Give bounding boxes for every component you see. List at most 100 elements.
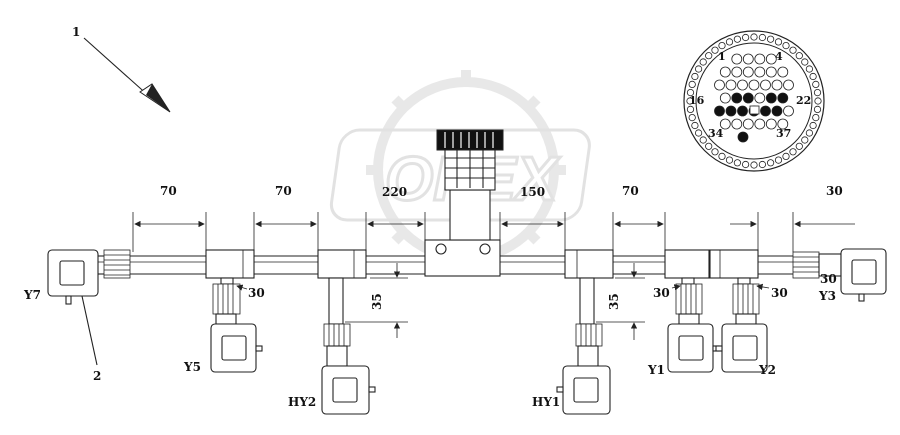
connector-pins bbox=[714, 53, 794, 143]
connector-pin-empty bbox=[754, 92, 766, 104]
dim-35-right: 35 bbox=[607, 293, 621, 310]
connector-face bbox=[695, 42, 813, 160]
connector-tooth bbox=[691, 121, 699, 130]
connector-tooth bbox=[686, 105, 695, 114]
connector-pin-empty bbox=[742, 66, 754, 78]
connector-tooth bbox=[688, 114, 696, 122]
connector-tooth bbox=[805, 129, 814, 137]
connector-pin-empty bbox=[765, 53, 777, 65]
connector-tooth bbox=[782, 152, 790, 160]
connector-pin-empty bbox=[777, 66, 789, 78]
connector-tooth bbox=[789, 46, 797, 54]
connector-tooth bbox=[766, 159, 775, 167]
nut-size-callouts: 30 30 30 30 bbox=[236, 272, 837, 300]
connector-teeth bbox=[686, 33, 822, 169]
connector-tooth bbox=[812, 114, 820, 122]
connector-pin-empty bbox=[777, 118, 789, 130]
connector-tooth bbox=[705, 142, 713, 150]
callout-1-label: 1 bbox=[72, 25, 80, 39]
connector-pin-empty bbox=[754, 66, 766, 78]
callout-1-leader bbox=[83, 37, 151, 98]
callout-2: 2 bbox=[81, 295, 101, 383]
dim-30-y3: 30 bbox=[820, 272, 837, 286]
dim-70-b: 70 bbox=[275, 184, 292, 198]
connector-pin-empty bbox=[719, 66, 731, 78]
y2-knurled-nut bbox=[732, 283, 760, 315]
connector-tooth bbox=[741, 33, 750, 42]
vertical-dimensions: 35 35 bbox=[345, 263, 645, 340]
y5-knurled-nut bbox=[212, 283, 241, 315]
connector-tooth bbox=[725, 156, 734, 164]
connector-tooth bbox=[795, 52, 803, 60]
connector-tooth bbox=[699, 58, 707, 66]
y1-knurled-nut bbox=[675, 283, 703, 315]
dim-70-a: 70 bbox=[160, 184, 177, 198]
hy1-label: HY1 bbox=[532, 395, 560, 409]
pin-label-37: 37 bbox=[776, 127, 791, 140]
callout-1-arrowhead-fill bbox=[146, 84, 170, 112]
y7-label: Y7 bbox=[23, 288, 41, 302]
dim-30-y2: 30 bbox=[771, 286, 788, 300]
junction-blocks bbox=[205, 249, 759, 279]
connector-tooth bbox=[705, 52, 713, 60]
connector-tooth bbox=[741, 160, 750, 169]
dim-30-right: 30 bbox=[826, 184, 843, 198]
connector-pin-empty bbox=[783, 105, 794, 117]
connector-pin-empty bbox=[742, 53, 754, 65]
pin-label-16: 16 bbox=[689, 94, 705, 107]
connector-pin-empty bbox=[737, 79, 748, 91]
pin-label-34: 34 bbox=[708, 127, 724, 140]
connector-tooth bbox=[812, 80, 820, 89]
connector-tooth bbox=[758, 33, 767, 42]
connector-pin-empty bbox=[754, 118, 766, 130]
junction-hy2 bbox=[317, 249, 367, 279]
connector-tooth bbox=[686, 89, 695, 97]
connector-tooth bbox=[694, 65, 703, 73]
junction-y5 bbox=[205, 249, 255, 279]
connector-tooth bbox=[766, 35, 775, 43]
valve-hy2-assembly: HY2 bbox=[288, 277, 376, 415]
callout-2-label: 2 bbox=[93, 369, 101, 383]
y5-label: Y5 bbox=[183, 360, 201, 374]
connector-tooth bbox=[814, 97, 822, 105]
connector-tooth bbox=[809, 121, 817, 130]
connector-tooth bbox=[711, 148, 719, 156]
connector-tooth bbox=[805, 65, 814, 73]
connector-pin-filled bbox=[737, 105, 748, 117]
connector-pin-filled bbox=[765, 92, 777, 104]
hy1-knurled-nut bbox=[575, 323, 603, 347]
connector-tooth bbox=[795, 142, 803, 150]
connector-tooth bbox=[686, 97, 694, 105]
connector-pin-empty bbox=[719, 118, 731, 130]
connector-pin-filled bbox=[777, 92, 789, 104]
connector-pin-empty bbox=[748, 79, 760, 91]
dim-30-y1: 30 bbox=[653, 286, 670, 300]
connector-tooth bbox=[699, 136, 707, 144]
valve-y3-assembly: Y3 bbox=[792, 248, 887, 303]
connector-tooth bbox=[725, 38, 734, 46]
junction-y1 bbox=[664, 249, 710, 279]
connector-tooth bbox=[801, 58, 809, 66]
connector-pin-filled bbox=[737, 131, 749, 143]
y7-knurled-nut bbox=[103, 249, 131, 279]
valve-hy1-assembly: HY1 bbox=[532, 277, 611, 415]
connector-pin-empty bbox=[719, 92, 731, 104]
connector-pin-empty bbox=[765, 66, 777, 78]
y1-label: Y1 bbox=[647, 363, 665, 377]
connector-tooth bbox=[718, 152, 726, 160]
connector-pin-filled bbox=[771, 105, 783, 117]
hy2-knurled-nut bbox=[323, 323, 351, 347]
connector-tooth bbox=[758, 160, 767, 169]
connector-pin-empty bbox=[754, 53, 766, 65]
dim-70-c: 70 bbox=[622, 184, 639, 198]
valve-y7-assembly: Y7 bbox=[23, 249, 131, 305]
connector-pin-empty bbox=[765, 118, 777, 130]
connector-pin-filled bbox=[760, 105, 771, 117]
hy2-label: HY2 bbox=[288, 395, 316, 409]
connector-tooth bbox=[711, 46, 719, 54]
connector-tooth bbox=[750, 33, 758, 41]
connector-tooth bbox=[801, 136, 809, 144]
connector-pin-filled bbox=[742, 92, 754, 104]
connector-pin-filled bbox=[731, 92, 743, 104]
